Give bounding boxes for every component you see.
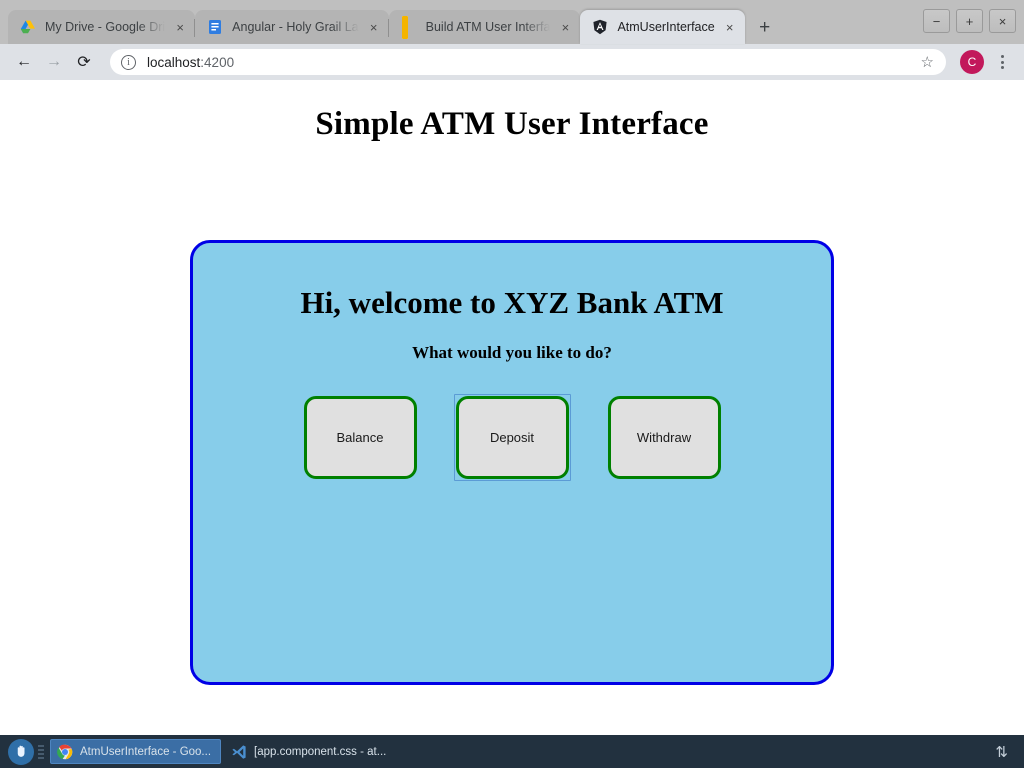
atm-action-buttons: Balance Deposit Withdraw xyxy=(193,394,831,481)
kebab-menu-icon[interactable] xyxy=(990,55,1014,69)
taskbar-item-vscode[interactable]: [app.component.css - at... xyxy=(225,739,395,764)
taskbar-grip-handle[interactable] xyxy=(38,742,44,762)
page-viewport: Simple ATM User Interface Hi, welcome to… xyxy=(0,80,1024,735)
tab-title: Build ATM User Interfa xyxy=(425,20,551,34)
atm-panel: Hi, welcome to XYZ Bank ATM What would y… xyxy=(190,240,834,685)
url-text: localhost:4200 xyxy=(147,55,234,70)
url-host: localhost xyxy=(147,54,201,70)
browser-tab-my-drive[interactable]: My Drive - Google Dri × xyxy=(8,10,196,44)
forward-button[interactable]: → xyxy=(46,53,62,70)
address-bar[interactable]: localhost:4200 ☆ xyxy=(110,49,946,75)
tab-strip: My Drive - Google Dri × Angular - Holy G… xyxy=(0,0,1024,44)
site-info-icon[interactable] xyxy=(121,54,136,70)
taskbar-item-label: [app.component.css - at... xyxy=(254,745,387,758)
angular-icon xyxy=(592,19,608,35)
tab-title: My Drive - Google Dri xyxy=(45,20,166,34)
new-tab-button[interactable]: + xyxy=(759,16,771,38)
tab-close-icon[interactable]: × xyxy=(561,19,570,35)
window-minimize-button[interactable]: − xyxy=(923,9,950,33)
browser-toolbar: ← → ⟳ localhost:4200 ☆ C xyxy=(0,44,1024,80)
browser-tab-build-atm[interactable]: Build ATM User Interfa × xyxy=(388,10,581,44)
apps-hand-icon[interactable] xyxy=(8,738,34,765)
tab-title: AtmUserInterface xyxy=(617,20,715,34)
profile-avatar[interactable]: C xyxy=(960,50,984,74)
taskbar-item-chrome[interactable]: AtmUserInterface - Goo... xyxy=(50,739,222,764)
window-controls: − + × xyxy=(923,9,1016,33)
browser-tab-angular-holy-grail[interactable]: Angular - Holy Grail La × xyxy=(195,10,390,44)
browser-window: My Drive - Google Dri × Angular - Holy G… xyxy=(0,0,1024,735)
atm-question-text: What would you like to do? xyxy=(412,343,612,362)
browser-tab-atmuserinterface[interactable]: AtmUserInterface × xyxy=(580,10,745,44)
google-drive-icon xyxy=(20,19,36,35)
taskbar: AtmUserInterface - Goo... [app.component… xyxy=(0,735,1024,768)
tab-title: Angular - Holy Grail La xyxy=(232,20,359,34)
window-maximize-button[interactable]: + xyxy=(956,9,983,33)
tab-close-icon[interactable]: × xyxy=(369,19,378,35)
vscode-icon xyxy=(230,743,247,760)
chrome-icon xyxy=(56,743,73,760)
page-title: Simple ATM User Interface xyxy=(315,106,709,142)
tab-close-icon[interactable]: × xyxy=(725,19,734,35)
taskbar-item-label: AtmUserInterface - Goo... xyxy=(80,745,212,758)
reload-button[interactable]: ⟳ xyxy=(77,54,91,71)
tab-close-icon[interactable]: × xyxy=(176,19,184,35)
balance-button[interactable]: Balance xyxy=(303,396,417,479)
yellow-square-icon xyxy=(401,16,417,39)
system-tray: ⇅ xyxy=(995,743,1016,761)
network-updown-icon[interactable]: ⇅ xyxy=(995,743,1008,761)
deposit-button[interactable]: Deposit xyxy=(453,394,571,481)
bookmark-star-icon[interactable]: ☆ xyxy=(920,54,934,71)
url-port: :4200 xyxy=(200,54,235,70)
google-docs-icon xyxy=(207,19,223,35)
back-button[interactable]: ← xyxy=(16,53,32,70)
window-close-button[interactable]: × xyxy=(989,9,1016,33)
atm-welcome-heading: Hi, welcome to XYZ Bank ATM xyxy=(300,285,724,320)
withdraw-button[interactable]: Withdraw xyxy=(607,396,721,479)
